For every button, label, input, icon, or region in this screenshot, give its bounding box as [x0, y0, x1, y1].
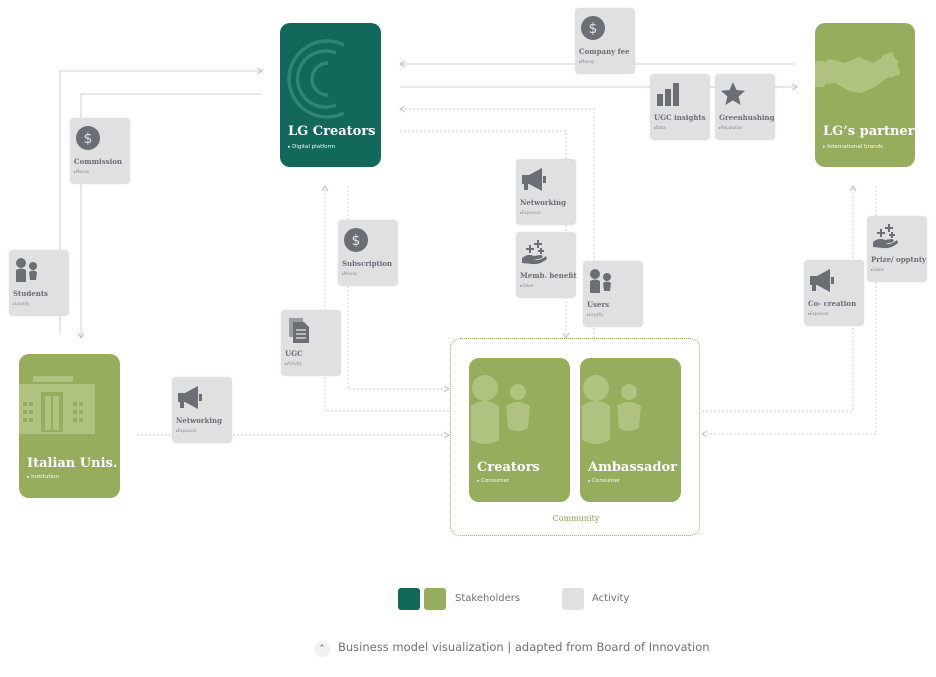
svg-text:$: $: [589, 21, 598, 37]
community-label: Community: [552, 514, 600, 523]
line-partners-to-community: [701, 186, 877, 438]
line-lgc-to-unis: [77, 93, 262, 339]
activity-label: Prize/ opptnty: [871, 255, 927, 264]
lg-partners-card[interactable]: LG’s partners International brands: [815, 23, 915, 167]
activity-greenhushing[interactable]: Greenhushing Reputation: [715, 74, 775, 140]
activity-label: Networking: [176, 416, 222, 425]
megaphone-icon: [522, 168, 546, 191]
activity-tag: Exposure: [176, 428, 197, 433]
lg-creators-title: LG Creators: [288, 124, 376, 139]
activity-co-creation[interactable]: Co- creation Exposure: [804, 260, 864, 326]
dollar-icon: $: [581, 16, 605, 40]
activity-company-fee[interactable]: $ Company fee Money: [575, 8, 635, 74]
activity-tag: Exposure: [808, 311, 829, 316]
creators-title: Creators: [477, 460, 540, 475]
legend-swatch-dark-green: [398, 588, 420, 610]
activity-tag: Loyalty: [13, 301, 29, 306]
megaphone-icon: [810, 269, 834, 292]
activity-label: Company fee: [579, 47, 630, 56]
document-icon: [289, 318, 309, 343]
people-icon: [582, 375, 641, 444]
activity-tag: Exposure: [520, 210, 541, 215]
line-unis-to-lgc: [59, 67, 263, 335]
legend-swatch-activity: [562, 588, 584, 610]
legend-activity-label: Activity: [592, 593, 630, 604]
activity-prize[interactable]: Prize/ opptnty Value: [867, 216, 927, 282]
people-icon: [16, 258, 37, 282]
line-community-to-lgc-ugc: [321, 185, 449, 412]
dollar-icon: $: [344, 228, 368, 252]
legend-stakeholders-label: Stakeholders: [455, 593, 521, 604]
activity-networking-top[interactable]: Networking Exposure: [516, 159, 576, 225]
activity-memb-benefit[interactable]: Memb. benefit Value: [516, 232, 577, 298]
caption-text: Business model visualization | adapted f…: [338, 640, 710, 654]
italian-unis-card[interactable]: Italian Unis. Institution: [19, 354, 120, 498]
chevron-up-icon[interactable]: ⌃: [314, 641, 330, 657]
activity-tag: Reputation: [719, 125, 743, 130]
university-building-icon: [19, 376, 95, 434]
activity-subscription[interactable]: $ Subscription Money: [338, 220, 398, 286]
activity-tag: Money: [579, 59, 594, 64]
italian-unis-subtitle: Institution: [27, 474, 59, 480]
activity-label: Commission: [74, 157, 123, 166]
activity-ugc-insights[interactable]: UGC insights Data: [650, 74, 710, 140]
svg-text:$: $: [352, 233, 361, 249]
legend: Stakeholders Activity: [398, 588, 668, 610]
bar-chart-icon: [657, 83, 679, 106]
activity-tag: Money: [74, 169, 89, 174]
lg-creators-subtitle: Digital platform: [288, 144, 335, 150]
activity-commission[interactable]: $ Commission Money: [70, 118, 130, 184]
megaphone-icon: [178, 386, 202, 409]
line-lgc-to-community-sub: [347, 186, 450, 393]
legend-swatch-olive: [424, 588, 446, 610]
activity-label: Networking: [520, 198, 566, 207]
activity-tag: Money: [342, 271, 357, 276]
caption: ⌃ Business model visualization | adapted …: [314, 640, 710, 657]
activity-label: Greenhushing: [719, 113, 775, 122]
people-icon: [590, 269, 611, 293]
star-icon: [721, 82, 745, 105]
activity-users[interactable]: Users Loyalty: [583, 261, 643, 327]
ambassador-subtitle: Consumer: [588, 478, 620, 484]
activity-label: Co- creation: [808, 299, 857, 308]
activity-tag: Data: [654, 125, 666, 130]
activity-ugc[interactable]: UGC Activity: [281, 310, 341, 376]
activity-label: Students: [13, 289, 48, 298]
lg-partners-title: LG’s partners: [823, 124, 915, 139]
lg-creators-logo-icon: [287, 39, 345, 119]
ambassador-title: Ambassador: [588, 460, 678, 475]
hand-sparkle-icon: [873, 224, 898, 249]
creators-subtitle: Consumer: [477, 478, 509, 484]
activity-tag: Value: [871, 267, 884, 272]
activity-label: Subscription: [342, 259, 393, 268]
italian-unis-title: Italian Unis.: [27, 456, 118, 471]
people-icon: [471, 375, 530, 444]
activity-label: Users: [587, 300, 610, 309]
activity-label: UGC: [285, 349, 303, 358]
activity-tag: Value: [520, 283, 533, 288]
activity-label: UGC insights: [654, 113, 706, 122]
lg-creators-card[interactable]: LG Creators Digital platform: [280, 23, 381, 167]
ambassador-card[interactable]: Ambassador Consumer: [580, 358, 681, 502]
community-group: Community: [450, 338, 700, 536]
handshake-icon: [815, 52, 901, 93]
lg-partners-subtitle: International brands: [823, 144, 883, 150]
hand-sparkle-icon: [522, 240, 547, 265]
activity-label: Memb. benefit: [520, 271, 577, 280]
creators-card[interactable]: Creators Consumer: [469, 358, 570, 502]
dollar-icon: $: [76, 126, 100, 150]
activity-tag: Loyalty: [587, 312, 603, 317]
activity-networking-left[interactable]: Networking Exposure: [172, 377, 232, 443]
activity-students[interactable]: Students Loyalty: [9, 250, 69, 316]
activity-tag: Activity: [285, 361, 302, 366]
svg-text:$: $: [84, 131, 93, 147]
